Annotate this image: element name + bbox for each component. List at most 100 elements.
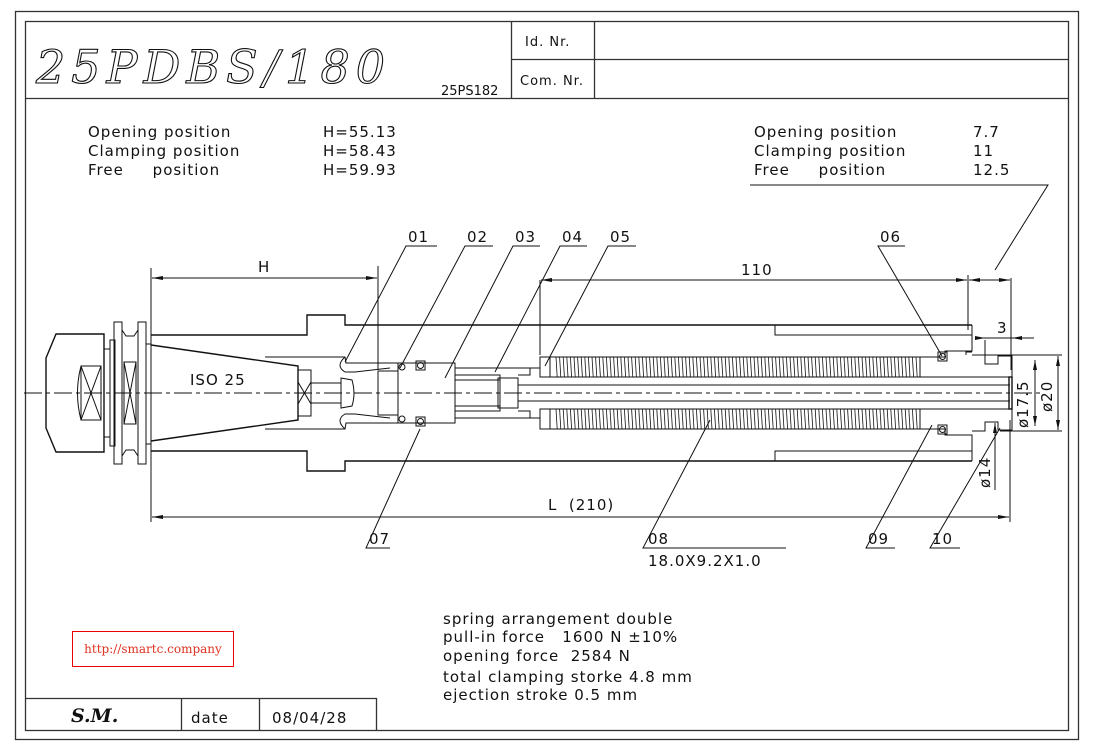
- spring-disc-line: [742, 356, 745, 378]
- spring-disc-line: [793, 408, 796, 430]
- part-number: 06: [880, 228, 901, 246]
- spring-disc-line: [559, 356, 562, 378]
- right-position-value: 11: [973, 142, 994, 160]
- tool-holder-body: ISO 25: [45, 321, 355, 465]
- spring-disc-line: [789, 356, 792, 378]
- spring-disc-line: [746, 408, 749, 430]
- spring-disc-line: [674, 408, 677, 430]
- spring-disc-line: [868, 408, 871, 430]
- dimension-3: 3: [975, 319, 1034, 355]
- spring-disc-line: [663, 408, 666, 430]
- spring-disc-line: [775, 408, 778, 430]
- spring-disc-line: [771, 408, 774, 430]
- spring-disc-line: [724, 408, 727, 430]
- spring-disc-line: [699, 356, 702, 378]
- spring-disc-line: [861, 408, 864, 430]
- spring-disc-line: [706, 408, 709, 430]
- dim-l-label: L (210): [548, 496, 614, 514]
- spring-disc-line: [847, 408, 850, 430]
- spring-disc-line: [739, 408, 742, 430]
- spring-disc-line: [692, 356, 695, 378]
- left-position-value: H=59.93: [323, 161, 397, 179]
- spring-disc-line: [710, 408, 713, 430]
- date-value: 08/04/28: [272, 709, 347, 727]
- spring-disc-line: [577, 408, 580, 430]
- spring-disc-line: [775, 356, 778, 378]
- part-number: 05: [610, 228, 631, 246]
- spring-disc-line: [624, 356, 626, 378]
- spring-disc-line: [904, 408, 907, 430]
- spring-disc-line: [890, 408, 893, 430]
- spring-disc-line: [894, 356, 896, 378]
- spring-disc-line: [696, 408, 698, 430]
- note-line: opening force 2584 N: [443, 647, 631, 665]
- spring-disc-line: [782, 356, 785, 378]
- spring-disc-line: [753, 408, 756, 430]
- spring-disc-line: [573, 356, 576, 378]
- spring-disc-line: [652, 356, 655, 378]
- spring-disc-line: [858, 408, 860, 430]
- spring-disc-line: [868, 356, 871, 378]
- spring-disc-line: [832, 408, 835, 430]
- spring-disc-line: [732, 356, 734, 378]
- spring-disc-line: [606, 408, 608, 430]
- spring-disc-line: [908, 408, 911, 430]
- dimension-h: H: [150, 258, 379, 370]
- spring-disc-line: [768, 356, 770, 378]
- dimension-diameters: ø17.5 ø20 ø14: [975, 354, 1062, 490]
- spring-disc-line: [894, 408, 896, 430]
- spring-disc-line: [566, 356, 569, 378]
- spring-disc-line: [580, 356, 583, 378]
- spring-disc-line: [742, 408, 745, 430]
- spring-disc-line: [649, 408, 652, 430]
- spring-disc-line: [840, 356, 842, 378]
- spring-disc-line: [760, 408, 763, 430]
- spring-disc-line: [584, 408, 587, 430]
- spring-disc-line: [577, 356, 580, 378]
- spring-disc-line: [595, 408, 598, 430]
- spring-disc-line: [800, 408, 803, 430]
- spring-disc-line: [886, 356, 889, 378]
- spring-disc-line: [786, 408, 788, 430]
- spring-disc-line: [724, 356, 727, 378]
- spring-disc-line: [588, 408, 590, 430]
- spring-disc-line: [825, 408, 828, 430]
- spring-disc-line: [897, 356, 900, 378]
- author-initials: S.M.: [71, 705, 118, 727]
- spring-disc-line: [620, 356, 623, 378]
- spring-disc-line: [570, 408, 572, 430]
- spring-disc-line: [786, 356, 788, 378]
- right-position-label: Opening position: [754, 123, 897, 141]
- spring-disc-line: [901, 356, 904, 378]
- spring-disc-line: [678, 408, 680, 430]
- dim-d175-label: ø17.5: [1014, 380, 1032, 428]
- spring-disc-line: [915, 356, 918, 378]
- spring-disc-line: [836, 356, 839, 378]
- spring-disc-line: [904, 356, 907, 378]
- collet-head: [920, 325, 1013, 461]
- spring-disc-line: [562, 356, 565, 378]
- spring-disc-line: [832, 356, 835, 378]
- spring-disc-line: [660, 356, 662, 378]
- dim-h-label: H: [258, 258, 270, 276]
- title-block: 25PDBS/180 25PS182 Id. Nr. Com. Nr.: [25, 21, 1069, 100]
- spring-disc-line: [807, 408, 810, 430]
- spring-disc-line: [620, 408, 623, 430]
- website-link[interactable]: http://smartc.company: [72, 631, 234, 667]
- spring-disc-line: [764, 408, 767, 430]
- note-line: spring arrangement double: [443, 610, 673, 628]
- left-position-value: H=58.43: [323, 142, 397, 160]
- spring-disc-line: [728, 356, 731, 378]
- spring-disc-line: [901, 408, 904, 430]
- spring-disc-line: [609, 356, 612, 378]
- com-nr-label: Com. Nr.: [520, 74, 584, 89]
- spring-disc-line: [721, 356, 724, 378]
- right-position-label: Clamping position: [754, 142, 906, 160]
- spring-disc-line: [750, 408, 752, 430]
- spring-disc-line: [757, 356, 760, 378]
- spring-disc-line: [822, 408, 824, 430]
- spring-disc-line: [624, 408, 626, 430]
- spring-disc-line: [822, 356, 824, 378]
- spring-disc-line: [883, 408, 886, 430]
- spring-disc-line: [757, 408, 760, 430]
